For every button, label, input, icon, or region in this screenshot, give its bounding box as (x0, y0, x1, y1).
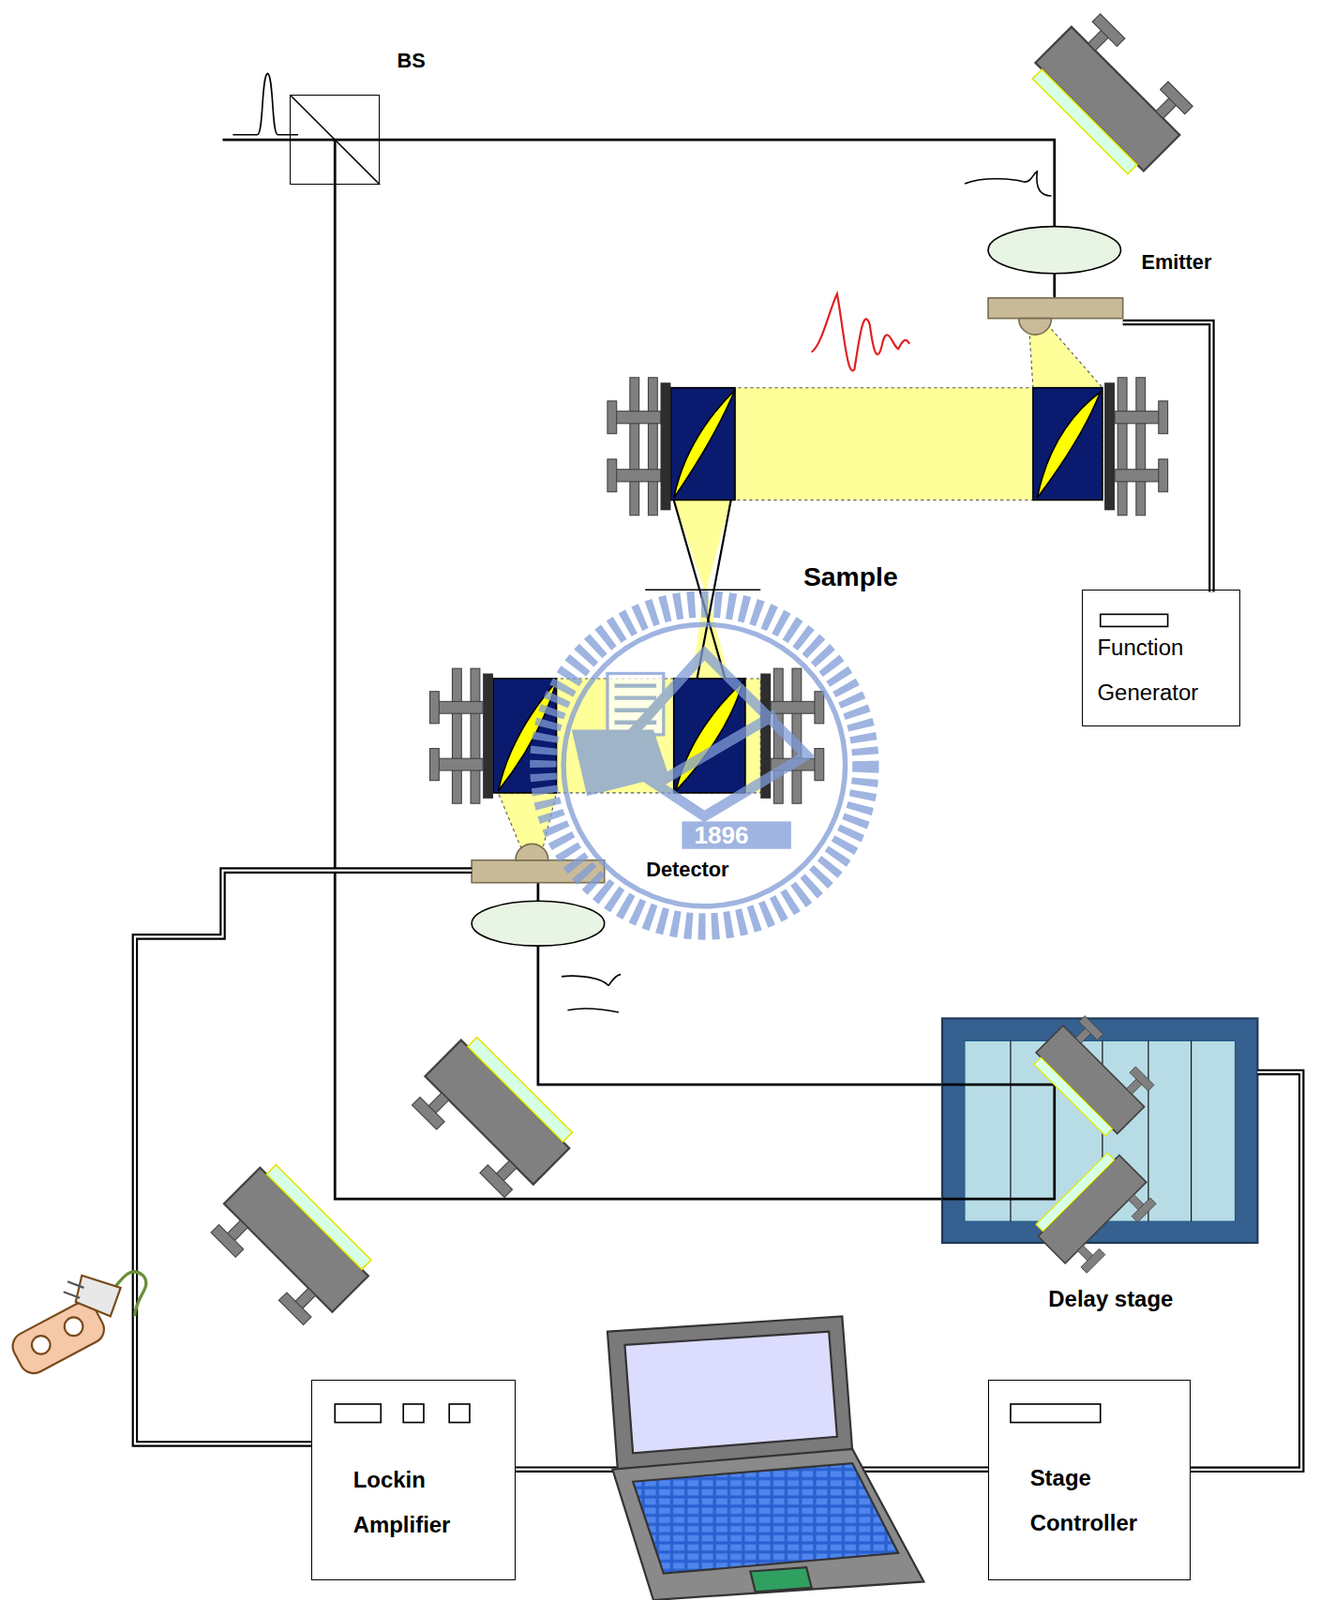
delay-stage-body-part (1029, 1009, 1161, 1141)
panel-display-part (449, 1404, 470, 1424)
stage-controller-box: Stage Controller (988, 1380, 1191, 1580)
parabolic-mirror-part (1036, 391, 1100, 498)
emitter-label: Emitter (1140, 250, 1212, 275)
laptop-computer-part (632, 1463, 899, 1575)
watermark-logo (542, 603, 866, 927)
laptop-computer (607, 1316, 924, 1600)
cable-part (515, 1466, 618, 1473)
delay-stage-body-part (942, 1084, 1055, 1200)
parabolic-mirror-part (1033, 388, 1103, 501)
photoconductive-antenna-part (1019, 318, 1052, 335)
cable-part (135, 870, 472, 1445)
laser-beam (223, 94, 1055, 1200)
optical-pulse-part (232, 73, 299, 135)
cable-part (515, 1469, 618, 1471)
lens-part (988, 226, 1122, 274)
cable-part (852, 1469, 989, 1471)
delay-stage-body (942, 1009, 1258, 1279)
thz-waveform (811, 294, 911, 372)
lockin-amplifier-box: Lockin Amplifier (311, 1380, 516, 1580)
lens-part (471, 900, 605, 946)
watermark-logo-part (612, 653, 807, 817)
panel-display-part (1100, 614, 1169, 627)
thz-beam-part (670, 388, 1102, 501)
power-plug-icon (7, 1275, 120, 1380)
laptop-computer-part (624, 1332, 837, 1455)
node-text: Function Generator (1097, 625, 1231, 716)
cable-part (1123, 322, 1213, 592)
parabolic-mirror-part (674, 390, 735, 498)
cable-part (1123, 322, 1213, 592)
laser-beam-part (537, 883, 540, 902)
node-text: Delay stage (1048, 1286, 1173, 1314)
cable-core (1190, 1072, 1303, 1470)
panel-display (334, 614, 1168, 1423)
watermark-year: 1896 (693, 821, 749, 851)
power-plug-icon-part (75, 1275, 121, 1318)
node-text: Lockin Amplifier (353, 1457, 487, 1548)
power-plug-icon-part (31, 1335, 51, 1355)
mirror-mount-part (1104, 377, 1168, 516)
power-plug-icon-part (63, 1281, 85, 1298)
cable-connector (1190, 1072, 1303, 1470)
mirror-mount-part (430, 668, 494, 804)
parabolic-mirror-part (670, 388, 735, 501)
steering-mirror-part (404, 1031, 579, 1206)
lens (471, 226, 1121, 946)
laptop-computer-part (750, 1567, 811, 1592)
cable-part (135, 870, 472, 1445)
cable-sheath (1190, 1072, 1303, 1470)
power-plug-icon-part (64, 1317, 84, 1336)
watermark-logo-part (563, 624, 845, 906)
steering-mirror-part (203, 1158, 378, 1334)
laser-beam-part (289, 94, 380, 185)
thz-beam-part (645, 588, 761, 591)
delay-stage: Delay stage (942, 1019, 1258, 1245)
cable (114, 322, 1212, 1470)
photoconductive-antenna (471, 298, 1124, 884)
panel-display-part (334, 1404, 381, 1424)
panel-display-part (1010, 1404, 1101, 1424)
watermark-logo-part (653, 714, 777, 786)
photoconductive-antenna-part (515, 843, 549, 860)
beam-splitter: BS (289, 94, 380, 185)
delay-stage-body-part (1031, 1148, 1163, 1280)
photoconductive-antenna-part (988, 298, 1124, 319)
watermark-logo-part (542, 603, 866, 927)
sample-label: Sample (803, 561, 899, 593)
function-generator-box: Function Generator (1081, 589, 1241, 727)
laser-beam-part (1052, 273, 1056, 299)
node-text: BS (396, 48, 425, 74)
thz-beam (493, 324, 1103, 847)
laptop-computer-part (607, 1316, 853, 1470)
optical-pulse-part (561, 975, 621, 1013)
panel-display-part (403, 1404, 424, 1424)
steering-mirror-part (1025, 5, 1200, 180)
cable-part (852, 1466, 989, 1473)
node-text: Stage Controller (1030, 1455, 1164, 1546)
optical-pulse-part (964, 171, 1052, 196)
detector-label: Detector (645, 857, 729, 883)
mirror-mount-part (607, 377, 671, 516)
watermark-logo-part (681, 821, 791, 849)
laptop-computer-part (612, 1449, 924, 1600)
